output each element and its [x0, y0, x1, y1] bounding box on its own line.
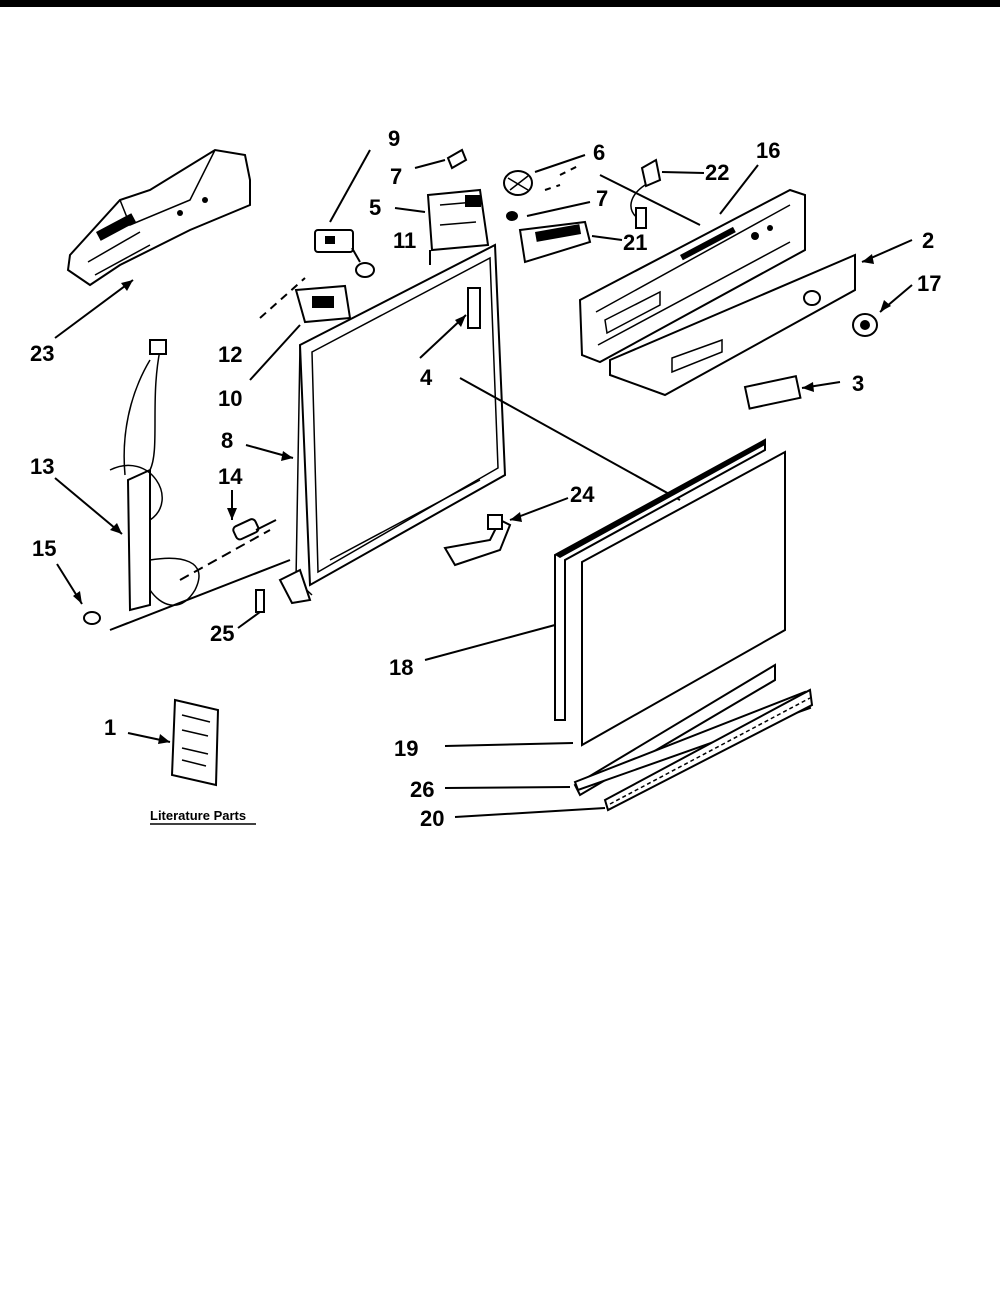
top-border: [0, 0, 1000, 7]
callout-7a: 7: [390, 164, 402, 189]
part-1-literature: [170, 698, 220, 787]
callout-23: 23: [30, 341, 54, 366]
callout-17: 17: [917, 271, 941, 296]
part-22-wire-connector: [630, 158, 662, 229]
leader-10: [249, 324, 301, 381]
callout-21: 21: [623, 230, 647, 255]
callout-4: 4: [420, 365, 433, 390]
part-17-knob: [852, 313, 878, 337]
callout-2: 2: [922, 228, 934, 253]
part-10-strike: [294, 284, 352, 324]
leader-4b: [459, 377, 681, 501]
leader-16: [719, 164, 759, 215]
part-23-vent-channel: [66, 148, 251, 287]
callout-11: 11: [393, 228, 416, 253]
part-11-bumper: [355, 262, 375, 278]
part-3-label-plate: [743, 375, 802, 410]
leader-19: [444, 742, 574, 747]
leader-9: [329, 149, 371, 223]
part-20-kick-panel: [603, 688, 814, 812]
leader-11: [351, 247, 361, 263]
part-8-door-frame: [278, 243, 507, 605]
callout-10: 10: [218, 386, 242, 411]
part-24-clip: [443, 514, 512, 567]
leader-7a: [414, 159, 446, 169]
part-7-screw: [446, 148, 468, 170]
callout-5: 5: [369, 195, 381, 220]
part-13-wire-harness: [109, 339, 200, 612]
callout-26: 26: [410, 777, 434, 802]
part-16-control-panel: [578, 188, 806, 364]
part-15-screw: [83, 611, 101, 625]
leader-21: [591, 235, 623, 241]
part-21-switch-pad: [518, 220, 592, 264]
callout-14: 14: [218, 464, 243, 489]
leader-6: [534, 154, 586, 173]
part-6-connector: [503, 170, 533, 196]
leader-7b: [526, 201, 591, 217]
callout-22: 22: [705, 160, 729, 185]
callout-18: 18: [389, 655, 413, 680]
leader-13: [54, 477, 123, 535]
callout-16: 16: [756, 138, 780, 163]
callout-13: 13: [30, 454, 54, 479]
leader-22: [661, 171, 705, 174]
leader-26: [444, 786, 571, 789]
part-18-outer-panel: [554, 438, 786, 747]
leader-23: [54, 279, 134, 339]
literature-parts-label: Literature Parts: [150, 808, 246, 823]
callout-6: 6: [593, 140, 605, 165]
callout-25: 25: [210, 621, 234, 646]
part-25-clip: [255, 589, 265, 613]
part-26-toe-plate: [573, 690, 812, 792]
callout-15: 15: [32, 536, 56, 561]
callout-3: 3: [852, 371, 864, 396]
part-9-latch: [314, 229, 354, 253]
callout-12: 12: [218, 342, 242, 367]
callout-8: 8: [221, 428, 233, 453]
leader-5: [394, 207, 426, 213]
callout-19: 19: [394, 736, 418, 761]
part-7-screw-b: [506, 211, 518, 221]
leader-20: [454, 807, 606, 818]
leader-12: [259, 277, 306, 319]
leader-18: [424, 624, 556, 661]
callout-9: 9: [388, 126, 400, 151]
callout-20: 20: [420, 806, 444, 831]
callout-7b: 7: [596, 186, 608, 211]
leader-16b: [599, 174, 701, 226]
part-2-console-panel: [609, 253, 856, 397]
callout-24: 24: [570, 482, 595, 507]
leader-25: [237, 611, 261, 629]
part-5-door-switch: [426, 188, 490, 265]
wire-route: [109, 559, 291, 631]
part-14-plug: [232, 518, 277, 541]
callout-1: 1: [104, 715, 116, 740]
